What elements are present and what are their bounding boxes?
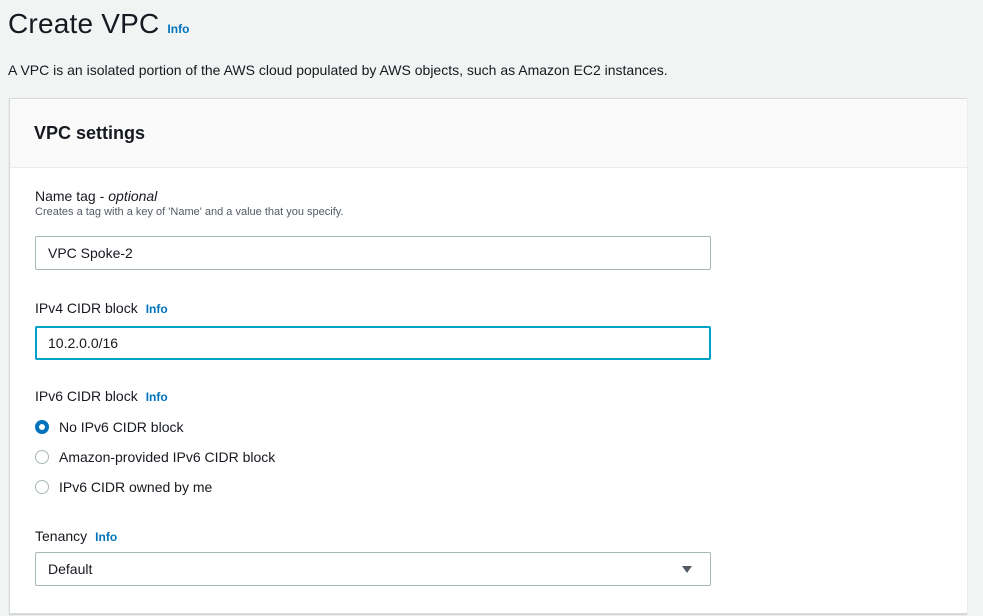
radio-button-icon[interactable]	[35, 480, 49, 494]
caret-down-icon	[682, 565, 692, 573]
radio-option-amazon-provided[interactable]: Amazon-provided IPv6 CIDR block	[35, 442, 275, 472]
name-tag-label-text: Name tag -	[35, 188, 105, 204]
ipv4-cidr-input[interactable]	[35, 326, 711, 360]
ipv4-cidr-info-link[interactable]: Info	[145, 302, 168, 316]
ipv4-cidr-field: IPv4 CIDR block Info	[35, 300, 168, 316]
ipv6-cidr-radio-group: No IPv6 CIDR block Amazon-provided IPv6 …	[35, 412, 275, 502]
tenancy-select[interactable]: Default	[35, 552, 711, 586]
radio-option-no-ipv6[interactable]: No IPv6 CIDR block	[35, 412, 275, 442]
ipv6-cidr-info-link[interactable]: Info	[145, 390, 168, 404]
page-header: Create VPC Info	[8, 4, 189, 44]
tenancy-info-link[interactable]: Info	[95, 530, 118, 544]
page-description: A VPC is an isolated portion of the AWS …	[8, 62, 668, 78]
ipv4-cidr-label: IPv4 CIDR block Info	[35, 300, 168, 316]
radio-option-label: IPv6 CIDR owned by me	[59, 479, 213, 495]
ipv6-cidr-label: IPv6 CIDR block Info	[35, 388, 168, 404]
name-tag-label: Name tag - optional	[35, 188, 344, 204]
radio-button-icon[interactable]	[35, 420, 49, 434]
radio-option-label: No IPv6 CIDR block	[59, 419, 184, 435]
name-tag-optional-text: optional	[108, 188, 158, 204]
name-tag-description: Creates a tag with a key of 'Name' and a…	[35, 206, 344, 218]
panel-title: VPC settings	[34, 122, 146, 143]
tenancy-field: Tenancy Info	[35, 528, 117, 544]
radio-option-label: Amazon-provided IPv6 CIDR block	[59, 449, 276, 465]
name-tag-input[interactable]	[35, 236, 711, 270]
title-info-link[interactable]: Info	[167, 22, 190, 36]
radio-button-icon[interactable]	[35, 450, 49, 464]
vpc-settings-panel: VPC settings Name tag - optional Creates…	[9, 98, 967, 614]
name-tag-field: Name tag - optional Creates a tag with a…	[35, 188, 344, 218]
tenancy-label-text: Tenancy	[35, 528, 88, 544]
panel-header: VPC settings	[10, 99, 967, 168]
ipv4-cidr-label-text: IPv4 CIDR block	[35, 300, 138, 316]
page-title: Create VPC	[8, 8, 160, 39]
radio-option-owned-by-me[interactable]: IPv6 CIDR owned by me	[35, 472, 275, 502]
ipv6-cidr-field: IPv6 CIDR block Info	[35, 388, 168, 404]
ipv6-cidr-label-text: IPv6 CIDR block	[35, 388, 138, 404]
page-title-row: Create VPC Info	[8, 4, 189, 44]
tenancy-label: Tenancy Info	[35, 528, 117, 544]
tenancy-selected-value: Default	[48, 561, 93, 577]
